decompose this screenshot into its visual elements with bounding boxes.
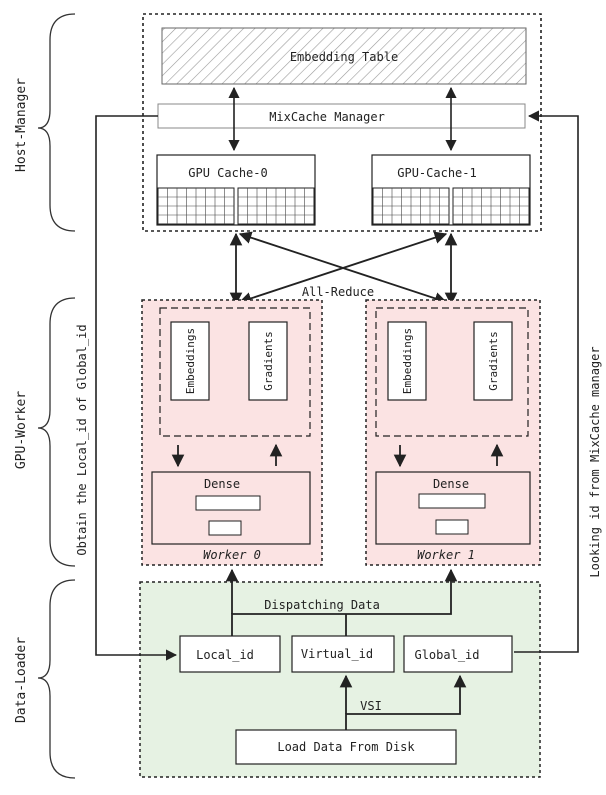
local-id-label: Local_id <box>196 648 254 662</box>
worker-0-gradients-label: Gradients <box>262 331 275 391</box>
gpu-worker-label: GPU-Worker <box>14 391 29 469</box>
vsi-arrows <box>339 674 467 730</box>
left-side-label: Obtain the Local_id of Global_id <box>75 324 89 555</box>
worker-1-gradients-label: Gradients <box>487 331 500 391</box>
worker-0-gradients <box>248 321 288 401</box>
virtual-id-label: Virtual_id <box>301 647 373 661</box>
global-id-label: Global_id <box>414 648 479 662</box>
worker-1-dense-label: Dense <box>433 477 469 491</box>
gpu-cache-0: GPU Cache-0 <box>156 154 316 226</box>
dispatching-data-label: Dispatching Data <box>264 598 380 612</box>
global-id-box <box>403 635 513 673</box>
right-side-label: Looking id from MixCache manager <box>588 346 602 577</box>
worker-1: Embeddings Gradients Dense Worker 1 <box>365 299 541 566</box>
load-data-box <box>235 729 457 765</box>
worker-0: Embeddings Gradients Dense Worker 0 <box>141 299 323 566</box>
embedding-table-label: Embedding Table <box>290 50 398 64</box>
data-loader-label: Data-Loader <box>14 637 29 723</box>
all-reduce-arrows <box>229 231 458 306</box>
worker-0-embeddings-label: Embeddings <box>184 328 197 394</box>
worker-1-gradients <box>473 321 513 401</box>
right-feedback-path <box>514 110 579 653</box>
host-manager-label: Host-Manager <box>14 78 29 172</box>
gpu-cache-0-label: GPU Cache-0 <box>188 166 267 180</box>
worker-0-name: Worker 0 <box>203 548 261 562</box>
worker-0-dense <box>151 471 311 545</box>
gpu-cache-1-label: GPU-Cache-1 <box>397 166 476 180</box>
mixcache-manager <box>157 103 526 129</box>
embedding-table <box>161 27 527 85</box>
gpu-cache-1: GPU-Cache-1 <box>371 154 531 226</box>
data-loader-brace <box>37 579 76 779</box>
all-reduce-label: All-Reduce <box>302 285 374 299</box>
gpu-worker-brace <box>37 297 76 567</box>
worker-1-dense <box>375 471 531 545</box>
virtual-id-box <box>291 635 395 673</box>
worker-1-embeddings-label: Embeddings <box>401 328 414 394</box>
mixcache-manager-label: MixCache Manager <box>269 110 385 124</box>
local-id-box <box>179 635 281 673</box>
worker-0-dense-label: Dense <box>204 477 240 491</box>
worker-1-name: Worker 1 <box>417 548 475 562</box>
left-feedback-path <box>95 115 178 661</box>
worker-1-embeddings <box>387 321 427 401</box>
host-manager-brace <box>37 13 76 232</box>
host-arrows <box>228 86 457 152</box>
vsi-label: VSI <box>360 699 382 713</box>
dispatch-arrows <box>225 568 458 636</box>
worker-0-embeddings <box>170 321 210 401</box>
load-data-label: Load Data From Disk <box>277 740 415 754</box>
host-manager-region <box>142 13 542 232</box>
